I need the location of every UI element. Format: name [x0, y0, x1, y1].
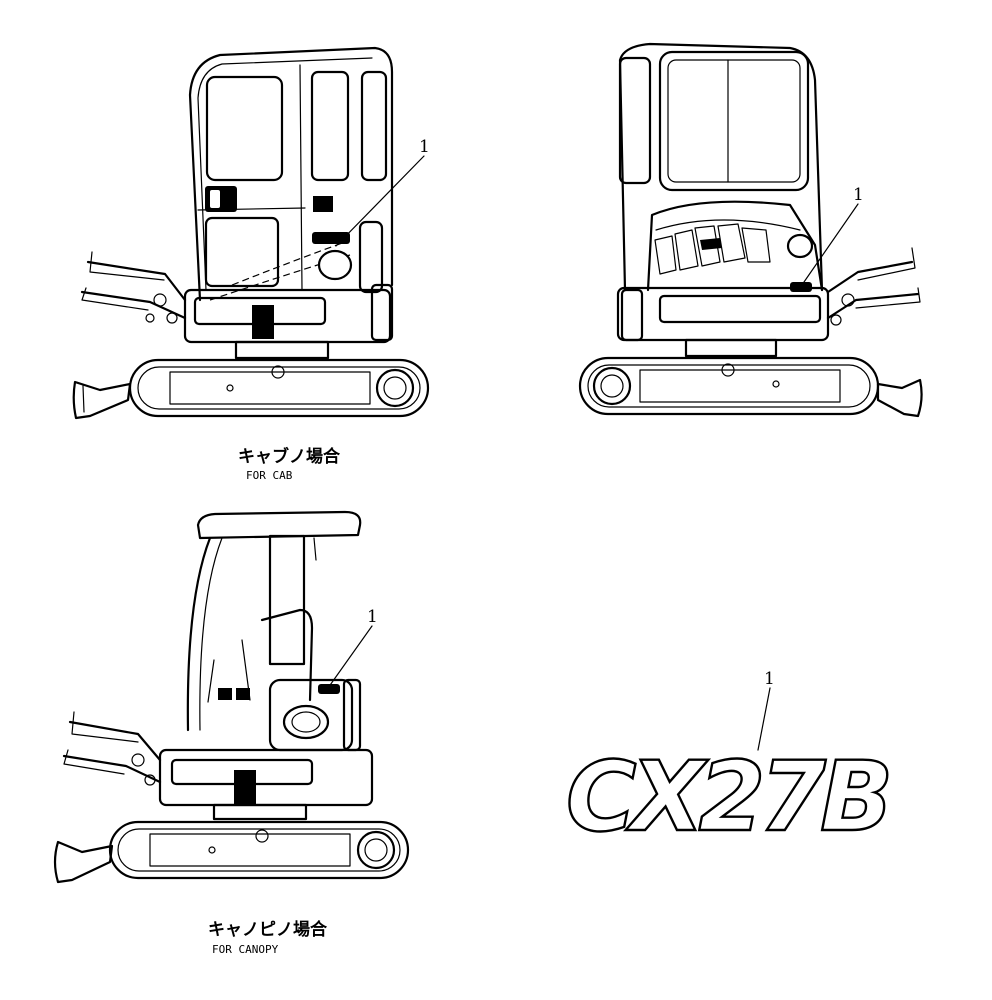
decal-logo-text: CX27B — [566, 741, 888, 853]
model-decal: 1 CX27B — [565, 669, 895, 854]
canopy-caption-jp: キャノピノ場合 — [208, 919, 328, 940]
canopy-callout: 1 — [367, 607, 378, 627]
canopy-view: 1 — [53, 510, 410, 884]
cab-left-callout: 1 — [419, 137, 430, 157]
cab-caption-en: FOR CAB — [246, 469, 293, 482]
decal-callout: 1 — [764, 669, 775, 689]
canopy-caption-en: FOR CANOPY — [212, 943, 279, 956]
cab-right-callout: 1 — [853, 185, 864, 205]
cab-caption-jp: キャブノ場合 — [238, 446, 341, 467]
cab-right-view: 1 — [578, 42, 923, 418]
cab-left-view: 1 — [72, 46, 430, 420]
